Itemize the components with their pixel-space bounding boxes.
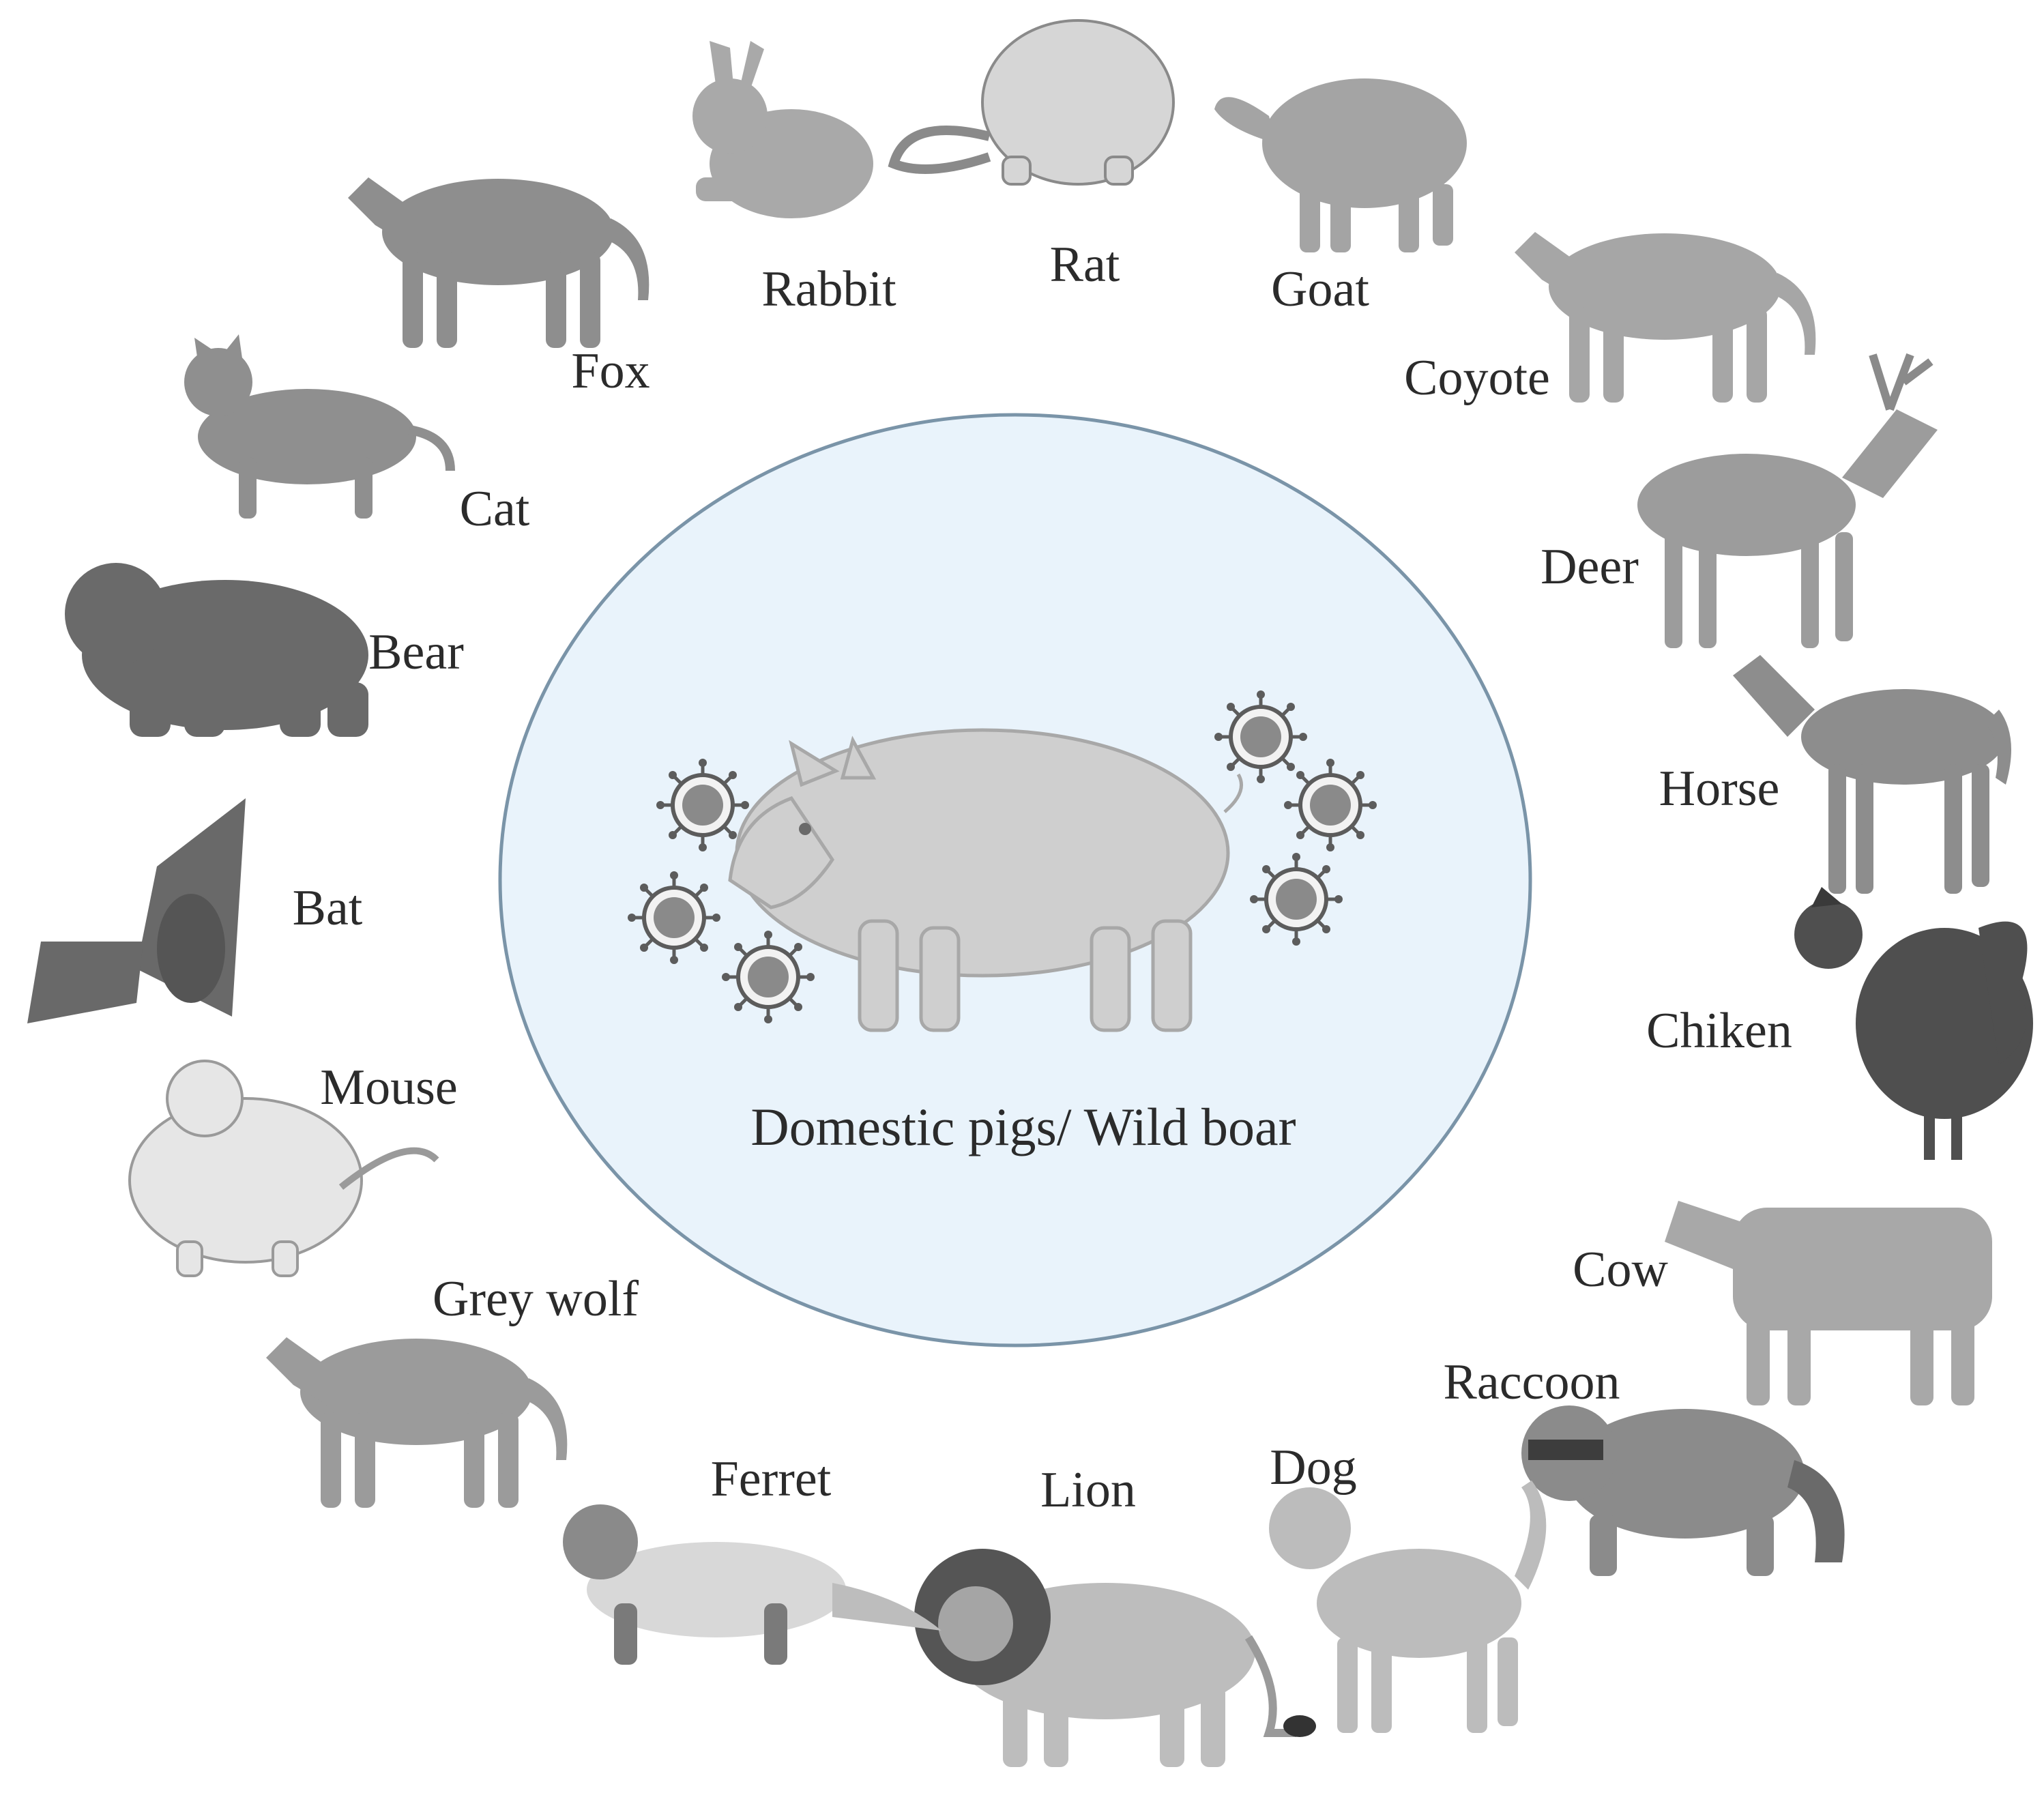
- center-label: Domestic pigs/ Wild boar: [750, 1097, 1296, 1156]
- virus-particle-icon: [628, 871, 720, 964]
- goat-icon: [1214, 78, 1467, 252]
- raccoon-icon: [1521, 1405, 1845, 1576]
- cow-label: Cow: [1573, 1242, 1668, 1298]
- chicken-icon: [1794, 887, 2033, 1160]
- grey-wolf-label: Grey wolf: [433, 1271, 639, 1327]
- lion-icon: [914, 1549, 1316, 1767]
- rat-label: Rat: [1050, 237, 1120, 293]
- deer-label: Deer: [1541, 539, 1639, 595]
- rabbit-label: Rabbit: [761, 261, 896, 317]
- raccoon-label: Raccoon: [1444, 1354, 1620, 1410]
- dog-icon: [1269, 1481, 1547, 1733]
- cat-label: Cat: [460, 481, 530, 537]
- lion-label: Lion: [1040, 1462, 1136, 1518]
- cow-icon: [1665, 1201, 1992, 1405]
- fox-icon: [348, 177, 649, 348]
- virus-particle-icon: [656, 759, 749, 851]
- bear-icon: [65, 563, 368, 737]
- pig-icon: [728, 728, 1243, 1032]
- mouse-icon: [128, 1060, 439, 1277]
- pig-eye: [799, 823, 811, 835]
- ferret-label: Ferret: [711, 1451, 832, 1507]
- mouse-label: Mouse: [320, 1060, 457, 1116]
- center-host-group: Domestic pigs/ Wild boar: [498, 413, 1532, 1347]
- virus-particle-icon: [1284, 759, 1377, 851]
- coyote-label: Coyote: [1404, 350, 1550, 406]
- rat-icon: [888, 19, 1175, 186]
- rabbit-icon: [692, 41, 873, 218]
- fox-label: Fox: [571, 343, 649, 399]
- horse-icon: [1733, 655, 2011, 894]
- goat-label: Goat: [1271, 261, 1369, 317]
- bat-label: Bat: [293, 880, 363, 936]
- coyote-icon: [1515, 232, 1816, 403]
- dog-label: Dog: [1270, 1440, 1356, 1496]
- chicken-label: Chiken: [1646, 1003, 1792, 1059]
- deer-icon: [1637, 353, 1938, 648]
- ferret-icon: [563, 1504, 941, 1665]
- virus-particle-icon: [1250, 853, 1343, 946]
- virus-particle-icon: [722, 931, 815, 1023]
- virus-particle-icon: [1214, 690, 1307, 783]
- grey-wolf-icon: [266, 1337, 568, 1508]
- bear-label: Bear: [368, 624, 464, 680]
- cat-icon: [184, 334, 455, 519]
- bat-icon: [27, 798, 246, 1023]
- horse-label: Horse: [1659, 761, 1780, 817]
